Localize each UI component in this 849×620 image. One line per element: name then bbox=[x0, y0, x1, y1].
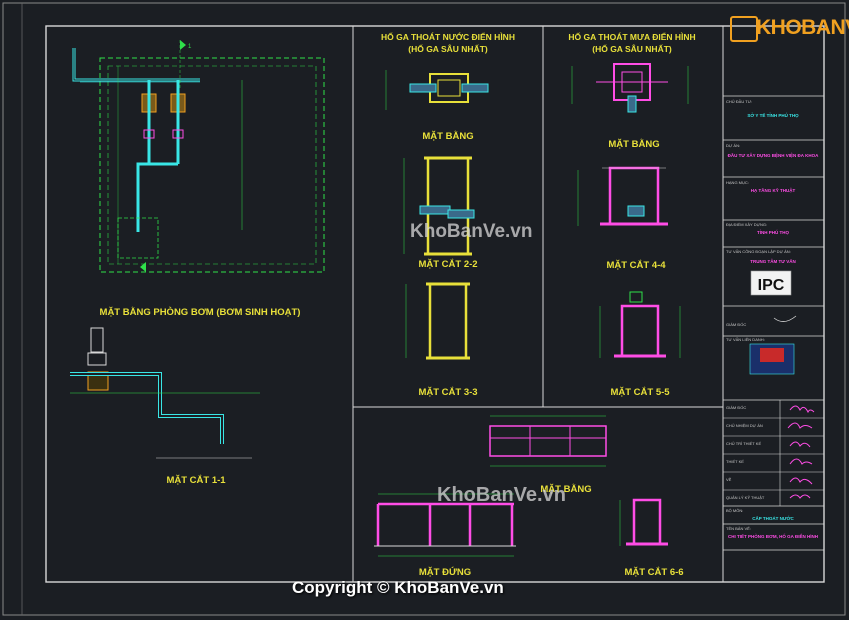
ipc-logo-box bbox=[750, 270, 792, 296]
title-block-caption: CHỦ ĐẦU TƯ: bbox=[726, 99, 752, 104]
logo-frame-icon bbox=[730, 16, 758, 42]
rain-pit-plan bbox=[571, 63, 689, 113]
drain-pit-cut-a-label: MẶT CẮT 2-2 bbox=[418, 259, 477, 270]
channel-section-6-6 bbox=[619, 498, 668, 546]
watermark-top: KhoBanVe.vn bbox=[410, 221, 533, 242]
title-block-caption: CHỦ TRÌ THIẾT KẾ bbox=[726, 441, 761, 446]
drain-pit-plan bbox=[385, 70, 489, 110]
channel-elevation-label: MẶT ĐỨNG bbox=[419, 566, 471, 578]
drain-pit-header-1: HỐ GA THOÁT NƯỚC ĐIỂN HÌNH bbox=[381, 31, 515, 42]
title-block bbox=[723, 95, 824, 551]
title-block-caption: GIÁM ĐỐC bbox=[726, 405, 746, 410]
rain-pit-cut-a-label: MẶT CẮT 4-4 bbox=[606, 260, 666, 271]
pump-room-plan-title: MẶT BẰNG PHÒNG BƠM (BƠM SINH HOẠT) bbox=[100, 306, 301, 318]
title-block-caption: GIÁM ĐỐC bbox=[726, 322, 746, 327]
title-block-caption: BỘ MÔN: bbox=[726, 508, 743, 513]
pump-section-1-1 bbox=[70, 327, 260, 459]
section-marker-label: 1 bbox=[188, 44, 192, 50]
pump-room-plan bbox=[72, 40, 325, 273]
title-block-caption: CHỦ NHIỆM DỰ ÁN bbox=[726, 423, 763, 428]
title-block-value: SỞ Y TẾ TỈNH PHÚ THỌ bbox=[747, 112, 799, 118]
title-block-value: HẠ TẦNG KỸ THUẬT bbox=[751, 187, 796, 193]
copyright-text: Copyright © KhoBanVe.vn bbox=[292, 578, 504, 597]
title-block-caption: THIẾT KẾ bbox=[726, 459, 744, 464]
logo-text: KHOBANVE bbox=[756, 16, 849, 39]
title-block-caption: HẠNG MỤC: bbox=[726, 180, 749, 185]
rain-pit-header-2: (HỐ GA SÂU NHẤT) bbox=[592, 43, 672, 54]
khobanve-logo[interactable]: KHOBANVE bbox=[730, 10, 849, 42]
channel-plan bbox=[489, 415, 607, 467]
title-block-caption: QUẢN LÝ KỸ THUẬT bbox=[726, 495, 765, 500]
title-block-value: TRUNG TÂM TƯ VẤN bbox=[750, 258, 795, 264]
title-block-value: CHI TIẾT PHÒNG BƠM, HỐ GA ĐIỂN HÌNH bbox=[728, 532, 818, 539]
drain-pit-header-2: (HỐ GA SÂU NHẤT) bbox=[408, 43, 488, 54]
title-block-value: CẤP THOÁT NƯỚC bbox=[752, 514, 794, 521]
drain-pit-cut-b-label: MẶT CẮT 3-3 bbox=[418, 387, 477, 398]
rain-pit-header-1: HỐ GA THOÁT MƯA ĐIỂN HÌNH bbox=[568, 31, 695, 42]
drain-pit-section-3-3 bbox=[405, 282, 470, 360]
rain-pit-section-5-5 bbox=[599, 291, 681, 358]
watermark-bottom: KhoBanVe.vn bbox=[437, 484, 566, 506]
title-block-caption: TÊN BẢN VẼ: bbox=[726, 526, 751, 531]
title-block-value: TỈNH PHÚ THỌ bbox=[757, 229, 789, 235]
rain-pit-plan-label: MẶT BẰNG bbox=[608, 139, 659, 150]
sheet-border-frame bbox=[45, 25, 825, 583]
ipc-logo-text: IPC bbox=[758, 277, 785, 294]
channel-plan-label: MẶT BẰNG bbox=[540, 484, 591, 495]
title-block-caption: DỰ ÁN: bbox=[726, 143, 740, 148]
pump-section-title: MẶT CẮT 1-1 bbox=[166, 475, 226, 486]
channel-elevation bbox=[374, 493, 516, 557]
title-block-rows: CHỦ ĐẦU TƯ: SỞ Y TẾ TỈNH PHÚ THỌ DỰ ÁN: ĐẦU… bbox=[726, 99, 819, 539]
title-block-caption: ĐỊA ĐIỂM XÂY DỰNG: bbox=[726, 222, 767, 227]
rain-pit-cut-b-label: MẶT CẮT 5-5 bbox=[610, 387, 670, 398]
drain-pit-section-2-2 bbox=[403, 156, 475, 256]
title-block-caption: VẼ bbox=[726, 477, 732, 482]
drain-pit-plan-label: MẶT BẰNG bbox=[422, 131, 473, 142]
channel-cut-label: MẶT CẮT 6-6 bbox=[624, 567, 683, 578]
title-block-caption: TƯ VẤN LIÊN DANH: bbox=[726, 337, 765, 342]
title-block-value: ĐẦU TƯ XÂY DỰNG BỆNH VIỆN ĐA KHOA bbox=[728, 151, 819, 158]
title-block-caption: TƯ VẤN CÔNG ĐOẠN LẬP DỰ ÁN: bbox=[726, 249, 791, 254]
rain-pit-section-4-4 bbox=[577, 166, 668, 226]
